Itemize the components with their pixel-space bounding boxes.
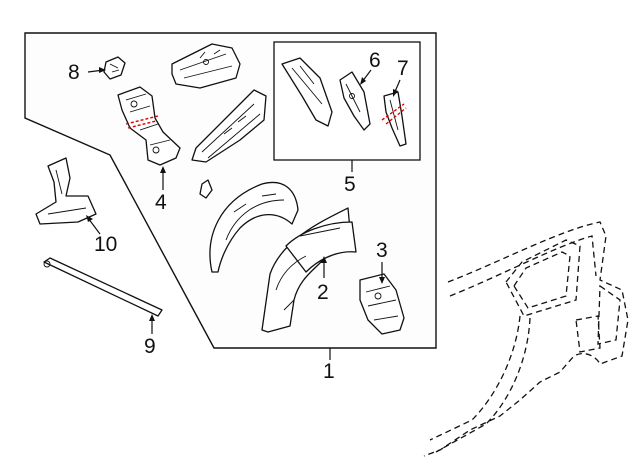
wheelhouse-inner[interactable]	[209, 181, 299, 273]
part-6-panel[interactable]	[281, 57, 333, 127]
cut-mark-7	[381, 103, 407, 125]
part-10-bracket[interactable]	[35, 157, 97, 225]
callout-7: 7	[397, 57, 409, 80]
callout-2: 2	[317, 281, 329, 304]
callout-9: 9	[144, 335, 156, 358]
part-8-bracket[interactable]	[103, 56, 126, 80]
callout-6: 6	[369, 49, 381, 72]
callout-5: 5	[344, 173, 356, 196]
callout-10: 10	[94, 233, 118, 256]
vehicle-body-reference	[423, 221, 629, 457]
part-9-rod[interactable]	[43, 257, 163, 317]
part-3-bracket[interactable]	[359, 273, 405, 335]
callout-3: 3	[376, 239, 388, 262]
part-7-bracket[interactable]	[383, 91, 407, 147]
small-clip[interactable]	[199, 179, 213, 199]
cut-mark-4	[125, 115, 159, 129]
part-6-reinforcement[interactable]	[339, 71, 371, 131]
leader-lines	[86, 67, 401, 360]
upper-rail-panel[interactable]	[171, 43, 241, 89]
part-2-wheelhouse-outer[interactable]	[261, 207, 357, 333]
callout-1: 1	[323, 360, 335, 383]
callout-8: 8	[68, 61, 80, 84]
callout-4: 4	[155, 191, 167, 214]
inner-rail-panel[interactable]	[191, 89, 267, 163]
